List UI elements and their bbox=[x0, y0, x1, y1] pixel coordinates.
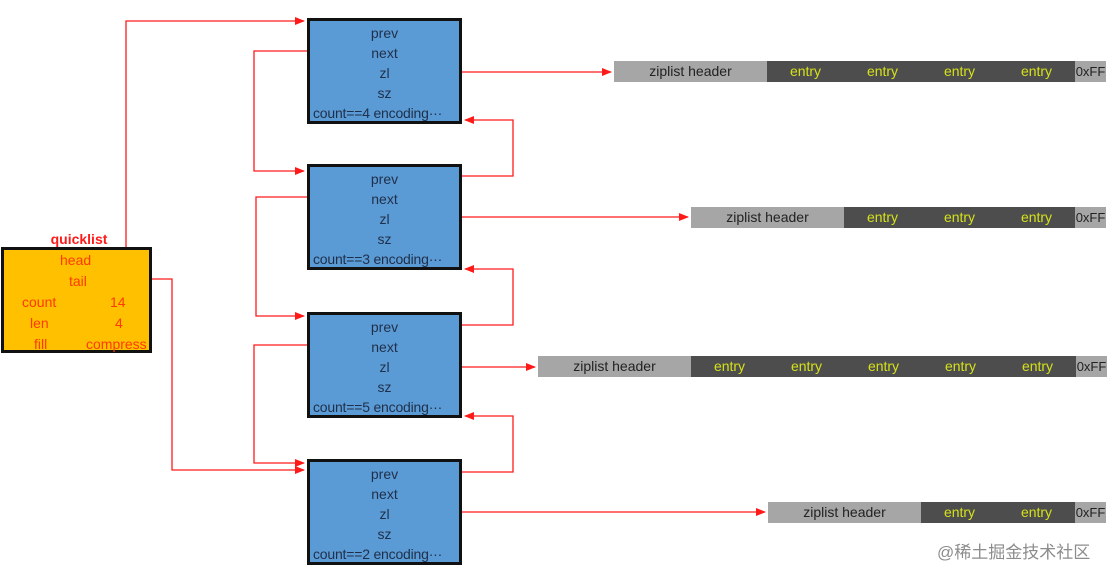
ziplist-entry: entry bbox=[998, 207, 1075, 228]
node-sz-field: sz bbox=[377, 85, 392, 101]
watermark: @稀土掘金技术社区 bbox=[937, 543, 1091, 562]
node-count-encoding-field: count==2 encoding··· bbox=[313, 546, 443, 562]
ziplist: ziplist header entry entry 0xFF bbox=[768, 502, 1106, 523]
node-count-encoding-field: count==3 encoding··· bbox=[313, 251, 443, 267]
ziplist-entry: entry bbox=[921, 207, 998, 228]
ziplist-entry: entry bbox=[844, 207, 921, 228]
quicklist-head-field: head bbox=[60, 252, 92, 268]
ziplist-header: ziplist header bbox=[538, 356, 691, 377]
ziplist-entry: entry bbox=[767, 61, 844, 82]
quicklist-node: prev next zl sz count==4 encoding··· bbox=[307, 18, 462, 124]
head-pointer-arrow bbox=[104, 17, 305, 260]
quicklist-node: prev next zl sz count==3 encoding··· bbox=[307, 164, 462, 270]
ziplist-entry: entry bbox=[998, 61, 1075, 82]
node-next-field: next bbox=[371, 45, 398, 61]
quicklist-count-label: count bbox=[22, 294, 57, 310]
node-prev-field: prev bbox=[370, 25, 399, 41]
node-sz-field: sz bbox=[377, 379, 392, 395]
quicklist-len-label: len bbox=[30, 315, 49, 331]
ziplist-end-marker: 0xFF bbox=[1076, 356, 1107, 377]
quicklist-title: quicklist bbox=[50, 231, 108, 247]
quicklist-count-value: 14 bbox=[110, 294, 126, 310]
node-count-encoding-field: count==4 encoding··· bbox=[313, 105, 443, 121]
ziplist-end-marker: 0xFF bbox=[1075, 207, 1106, 228]
node-next-field: next bbox=[371, 486, 398, 502]
node-prev-field: prev bbox=[370, 171, 399, 187]
ziplist: ziplist header entry entry entry entry e… bbox=[538, 356, 1107, 377]
quicklist-compress-label: compress bbox=[86, 336, 147, 352]
ziplist-entry: entry bbox=[921, 61, 998, 82]
node-zl-field: zl bbox=[379, 506, 390, 522]
node-prev-field: prev bbox=[370, 319, 399, 335]
node-next-field: next bbox=[371, 191, 398, 207]
node-count-encoding-field: count==5 encoding··· bbox=[313, 399, 443, 415]
ziplist-entry: entry bbox=[768, 356, 845, 377]
ziplist-end-marker: 0xFF bbox=[1075, 61, 1106, 82]
ziplist-entry: entry bbox=[691, 356, 768, 377]
ziplist-entry: entry bbox=[999, 356, 1076, 377]
quicklist-fill-label: fill bbox=[34, 336, 48, 352]
ziplist-entry: entry bbox=[845, 356, 922, 377]
quicklist-struct: head tail count 14 len 4 fill compress bbox=[1, 247, 152, 353]
ziplist-entry: entry bbox=[844, 61, 921, 82]
node-sz-field: sz bbox=[377, 526, 392, 542]
ziplist-header: ziplist header bbox=[768, 502, 921, 523]
node-zl-field: zl bbox=[379, 359, 390, 375]
node-prev-field: prev bbox=[370, 466, 399, 482]
ziplist: ziplist header entry entry entry 0xFF bbox=[691, 207, 1106, 228]
quicklist-node: prev next zl sz count==2 encoding··· bbox=[307, 459, 462, 565]
node-next-field: next bbox=[371, 339, 398, 355]
node-zl-field: zl bbox=[379, 65, 390, 81]
ziplist-header: ziplist header bbox=[614, 61, 767, 82]
quicklist-node: prev next zl sz count==5 encoding··· bbox=[307, 312, 462, 418]
ziplist-entry: entry bbox=[998, 502, 1075, 523]
ziplist-entry: entry bbox=[921, 502, 998, 523]
quicklist-tail-field: tail bbox=[69, 273, 87, 289]
ziplist-entry: entry bbox=[922, 356, 999, 377]
ziplist: ziplist header entry entry entry entry 0… bbox=[614, 61, 1106, 82]
node-zl-field: zl bbox=[379, 211, 390, 227]
ziplist-header: ziplist header bbox=[691, 207, 844, 228]
node-sz-field: sz bbox=[377, 231, 392, 247]
quicklist-len-value: 4 bbox=[115, 315, 123, 331]
ziplist-end-marker: 0xFF bbox=[1075, 502, 1106, 523]
